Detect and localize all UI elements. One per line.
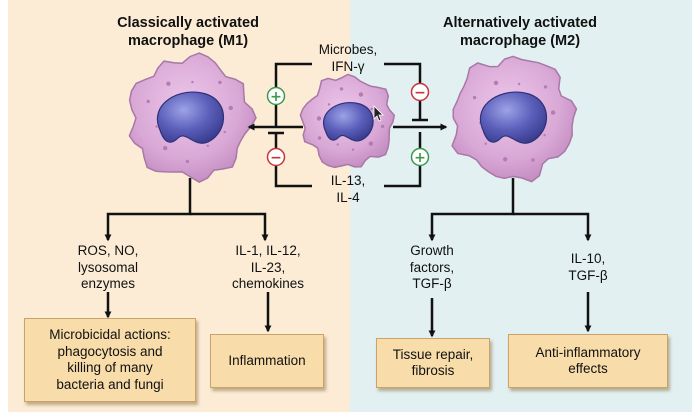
granule (543, 85, 548, 89)
granule (336, 143, 339, 146)
m2-anti-inflammatory-box: Anti-inflammatory effects (508, 334, 668, 388)
svg-text:−: − (414, 85, 426, 101)
granule (543, 134, 546, 137)
granule (206, 144, 209, 147)
granule (493, 80, 499, 86)
m2-products-growth-factors: Growth factors, TGF-β (409, 243, 455, 291)
stimulus-il13-il4: IL-13, IL-4 (330, 173, 366, 205)
m2-title: Alternatively activated macrophage (M2) (443, 15, 597, 49)
m2-tissue-repair-box: Tissue repair, fibrosis (376, 338, 490, 388)
granule (166, 81, 171, 86)
m1-macrophage-cell (128, 52, 257, 183)
m2-branch-b (513, 212, 592, 242)
m1-branch-a (104, 178, 192, 242)
granule (380, 124, 385, 129)
plus-badge-m2: + (410, 147, 430, 167)
m2-inhibition-line (384, 62, 422, 120)
minus-badge-m1: − (266, 147, 286, 167)
granule (339, 87, 344, 91)
granule (550, 110, 556, 115)
granule (316, 116, 322, 121)
mouse-cursor-icon (373, 105, 384, 122)
granule (351, 148, 355, 151)
granule (223, 130, 226, 134)
nucleus (157, 91, 224, 144)
granule (163, 145, 168, 151)
svg-text:+: + (414, 150, 426, 166)
m1-inflammation-box: Inflammation (210, 334, 324, 388)
m1-title: Classically activated macrophage (M1) (117, 15, 259, 49)
granule (191, 80, 194, 84)
svg-text:+: + (270, 89, 282, 105)
m1-activation-line (274, 62, 312, 127)
granule (228, 105, 233, 111)
granule (517, 82, 521, 86)
granule (358, 92, 364, 97)
m1-microbicidal-box: Microbicidal actions: phagocytosis and k… (24, 318, 196, 402)
m1-branch-b (190, 212, 269, 242)
stimulus-microbes-ifn: Microbes, IFN-γ (318, 42, 378, 74)
granule (218, 80, 222, 85)
m1-products-ros: ROS, NO, lysosomal enzymes (77, 243, 139, 291)
granule (185, 159, 190, 164)
granule (531, 158, 535, 162)
svg-text:−: − (270, 150, 282, 166)
m2-branch-a (428, 178, 515, 242)
granule (484, 142, 487, 145)
central-macrophage-cell (299, 73, 396, 169)
granule (370, 107, 373, 111)
granule (146, 99, 150, 104)
granule (368, 141, 374, 146)
granule (317, 136, 322, 140)
granule (155, 125, 158, 128)
granule (472, 95, 477, 100)
m2-macrophage-cell (451, 55, 578, 183)
granule (327, 103, 331, 106)
nucleus (480, 91, 547, 144)
minus-badge-m2: − (410, 82, 430, 102)
m2-products-il10: IL-10, TGF-β (568, 251, 608, 283)
nucleus (323, 102, 374, 142)
m1-products-cytokines: IL-1, IL-12, IL-23, chemokines (231, 243, 305, 291)
granule (503, 157, 508, 162)
plus-badge-m1: + (266, 86, 286, 106)
